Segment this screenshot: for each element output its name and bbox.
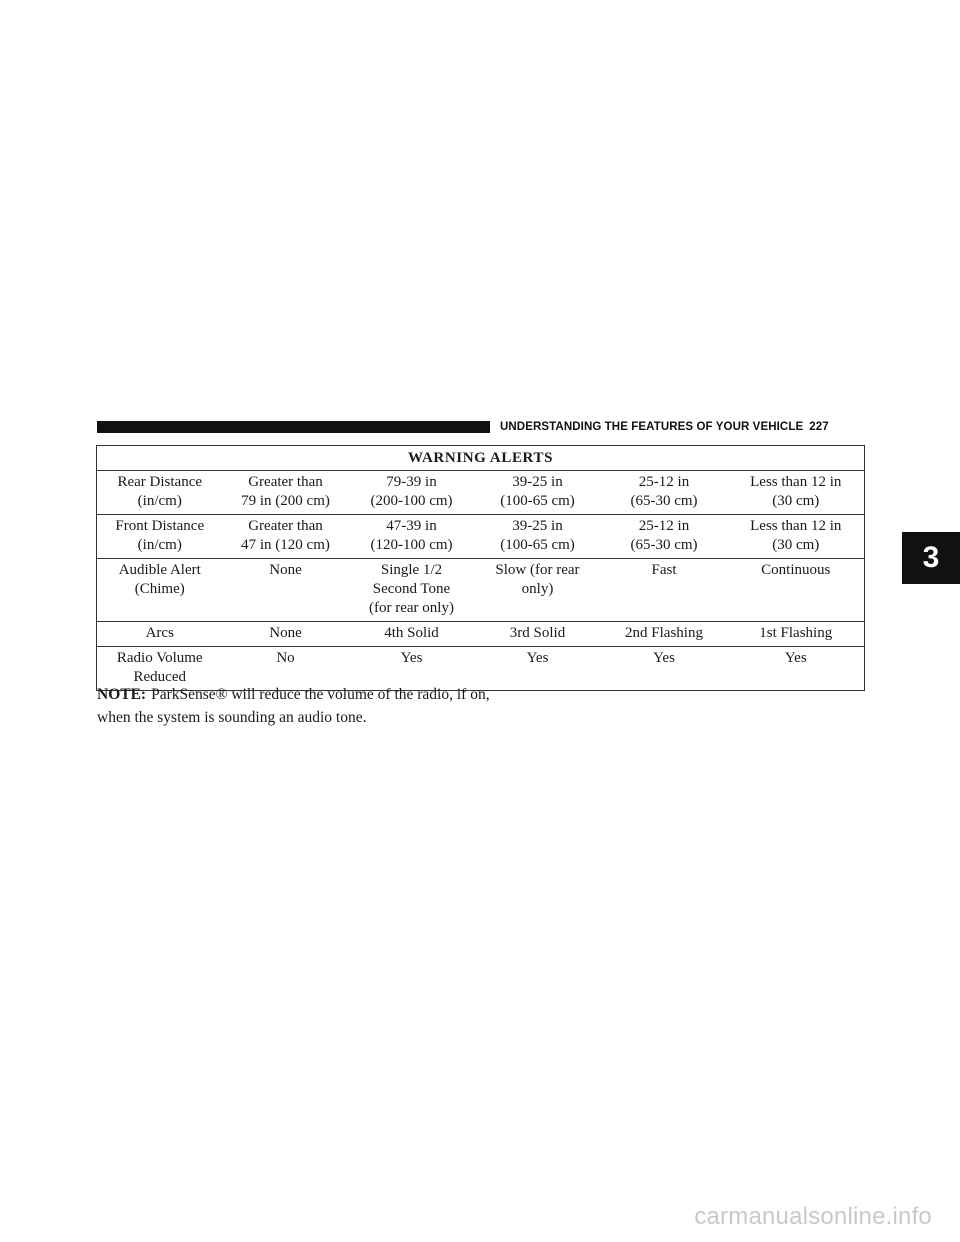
row-header-cell: Radio Volume Reduced bbox=[96, 646, 223, 691]
table-cell: 2nd Flashing bbox=[600, 621, 728, 647]
table-cell: None bbox=[222, 558, 349, 622]
table-cell: Yes bbox=[727, 646, 866, 691]
table-cell: Fast bbox=[600, 558, 728, 622]
warning-alerts-table: WARNING ALERTS Rear Distance (in/cm)Grea… bbox=[95, 445, 866, 691]
note-label: NOTE: bbox=[97, 686, 147, 703]
table-cell: 39-25 in (100-65 cm) bbox=[474, 470, 601, 515]
table-cell: Yes bbox=[348, 646, 475, 691]
table-cell: Greater than 79 in (200 cm) bbox=[222, 470, 349, 515]
table-cell: Slow (for rear only) bbox=[474, 558, 601, 622]
table-cell: No bbox=[222, 646, 349, 691]
table-cell: Less than 12 in (30 cm) bbox=[727, 514, 866, 559]
table-cell: Single 1/2 Second Tone (for rear only) bbox=[348, 558, 475, 622]
table-row: Front Distance (in/cm)Greater than 47 in… bbox=[96, 514, 866, 559]
page-number: 227 bbox=[809, 421, 829, 433]
table-cell: 25-12 in (65-30 cm) bbox=[600, 514, 728, 559]
table-cell: Yes bbox=[600, 646, 728, 691]
table-cell: 39-25 in (100-65 cm) bbox=[474, 514, 601, 559]
table-cell: Less than 12 in (30 cm) bbox=[727, 470, 866, 515]
table-cell: Greater than 47 in (120 cm) bbox=[222, 514, 349, 559]
table-cell: None bbox=[222, 621, 349, 647]
chapter-tab: 3 bbox=[902, 532, 960, 584]
table-cell: 4th Solid bbox=[348, 621, 475, 647]
table-cell: 79-39 in (200-100 cm) bbox=[348, 470, 475, 515]
table-cell: Continuous bbox=[727, 558, 866, 622]
table-cell: 47-39 in (120-100 cm) bbox=[348, 514, 475, 559]
row-header-cell: Audible Alert (Chime) bbox=[96, 558, 223, 622]
table-cell: 1st Flashing bbox=[727, 621, 866, 647]
section-title: UNDERSTANDING THE FEATURES OF YOUR VEHIC… bbox=[500, 421, 804, 433]
running-header: UNDERSTANDING THE FEATURES OF YOUR VEHIC… bbox=[500, 418, 865, 436]
row-header-cell: Front Distance (in/cm) bbox=[96, 514, 223, 559]
row-header-cell: Arcs bbox=[96, 621, 223, 647]
header-rule bbox=[97, 421, 490, 433]
table-cell: 25-12 in (65-30 cm) bbox=[600, 470, 728, 515]
note-paragraph: NOTE:ParkSense® will reduce the volume o… bbox=[97, 683, 517, 729]
watermark: carmanualsonline.info bbox=[694, 1203, 932, 1230]
table-title: WARNING ALERTS bbox=[95, 445, 866, 471]
table-cell: Yes bbox=[474, 646, 601, 691]
row-header-cell: Rear Distance (in/cm) bbox=[96, 470, 223, 515]
note-text: ParkSense® will reduce the volume of the… bbox=[97, 686, 490, 726]
table-row: Rear Distance (in/cm)Greater than 79 in … bbox=[96, 470, 866, 515]
table-cell: 3rd Solid bbox=[474, 621, 601, 647]
